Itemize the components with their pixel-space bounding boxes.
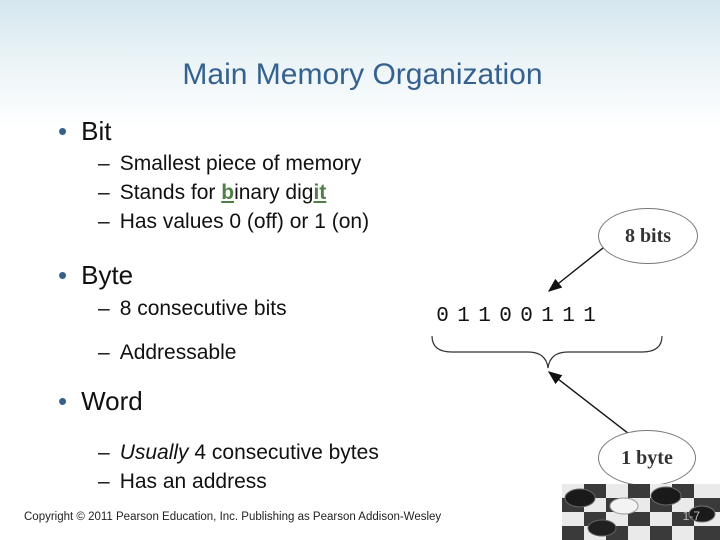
byte-brace: [431, 335, 663, 369]
bit-cell: 1: [583, 305, 596, 328]
highlight-b: b: [221, 181, 235, 204]
subitem-consecutive-bits: –8 consecutive bits: [98, 297, 287, 320]
bit-cell: 1: [541, 305, 554, 328]
bullet-bit-label: Bit: [81, 116, 112, 146]
subitem-smallest-piece: –Smallest piece of memory: [98, 152, 362, 175]
bullet-word-label: Word: [81, 386, 143, 416]
byte-callout: 1 byte: [598, 430, 696, 486]
bullet-word: • Word: [58, 386, 143, 417]
bullet-byte: • Byte: [58, 260, 133, 291]
header-gradient: [0, 0, 720, 130]
bit-cell: 1: [457, 305, 470, 328]
bit-sequence: 0 1 1 0 0 1 1 1: [432, 305, 600, 328]
bits-arrow: [547, 243, 609, 292]
bit-cell: 0: [499, 305, 512, 328]
bullet-dot-icon: •: [58, 386, 68, 416]
highlight-it: it: [313, 181, 327, 204]
bit-cell: 0: [520, 305, 533, 328]
bullet-dot-icon: •: [58, 260, 68, 290]
page-number: 1-7: [682, 509, 700, 523]
bullet-dot-icon: •: [58, 116, 68, 146]
bullet-bit: • Bit: [58, 116, 111, 147]
subitem-binary-digit: –Stands for binary digit: [98, 181, 327, 204]
subitem-addressable: –Addressable: [98, 341, 237, 364]
slide-title: Main Memory Organization: [182, 58, 543, 91]
bit-cell: 1: [478, 305, 491, 328]
subitem-usually-bytes: –Usually 4 consecutive bytes: [98, 441, 379, 464]
subitem-values: –Has values 0 (off) or 1 (on): [98, 210, 370, 233]
copyright-footer: Copyright © 2011 Pearson Education, Inc.…: [24, 511, 442, 523]
checkers-image: [562, 484, 720, 540]
bit-cell: 0: [436, 305, 449, 328]
bits-callout: 8 bits: [598, 208, 698, 264]
bullet-byte-label: Byte: [81, 260, 134, 290]
bit-cell: 1: [562, 305, 575, 328]
subitem-has-address: –Has an address: [98, 470, 267, 493]
